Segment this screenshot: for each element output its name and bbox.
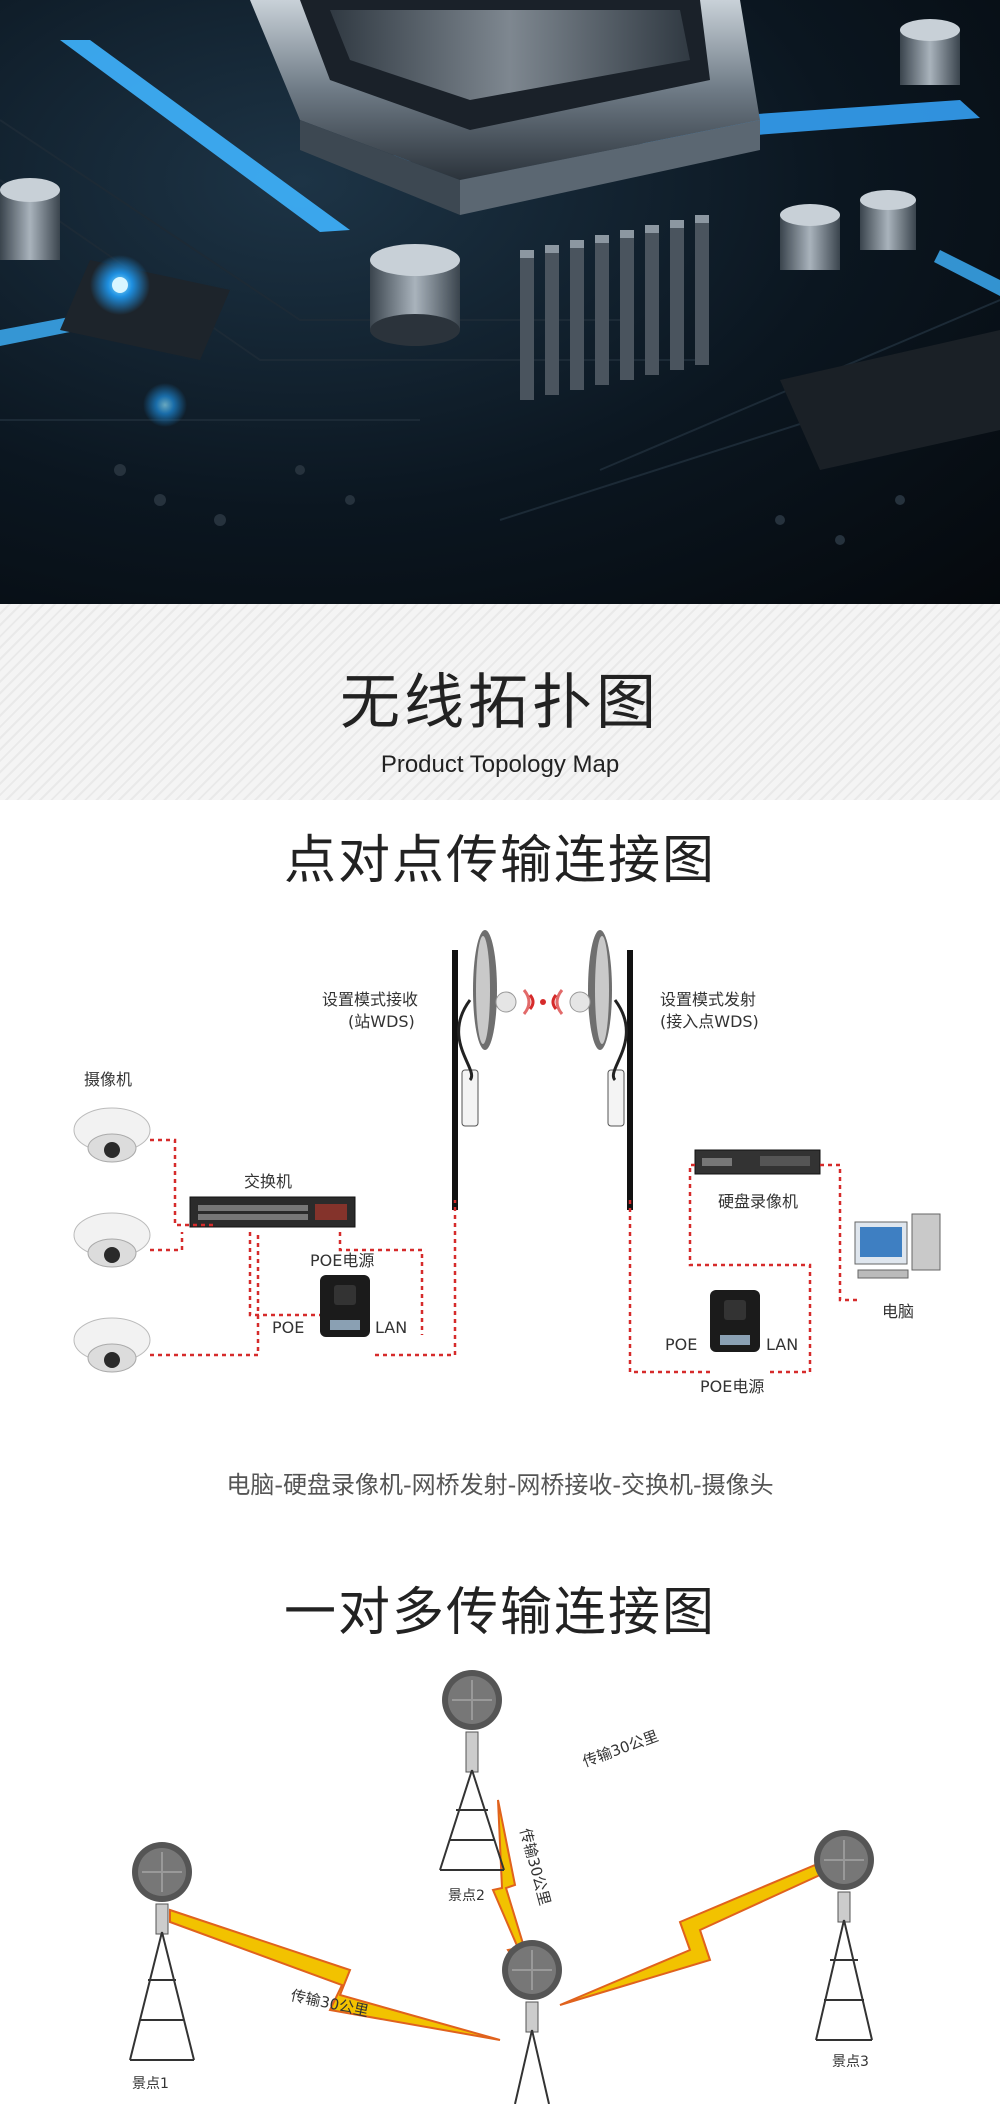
- distance-top-label: 传输30公里: [580, 1727, 660, 1771]
- sender-radio-unit: [607, 1069, 625, 1127]
- p2p-caption: 电脑-硬盘录像机-网桥发射-网桥接收-交换机-摄像头: [226, 1471, 774, 1499]
- banner-subtitle: Product Topology Map: [380, 751, 620, 778]
- receiver-mode-label: 设置模式接收: [322, 990, 418, 1009]
- lan-left-label: LAN: [375, 1318, 407, 1337]
- camera-label: 摄像机: [84, 1070, 132, 1089]
- p2mp-diagram: 传输30公里 传输30公里 传输30公里 景点2 景点1 景点3: [129, 1670, 874, 2104]
- banner-title-box: 无线拓扑图 Product Topology Map: [300, 640, 700, 778]
- motherboard-illustration: [0, 0, 1000, 545]
- nvr-recorder: [694, 1149, 821, 1175]
- p2p-section-title: 点对点传输连接图: [283, 831, 716, 891]
- sender-bridge: [569, 930, 633, 1210]
- p2p-diagram: 设置模式接收 (站WDS) 设置模式发射 (接入点WDS) 摄像机 交换机 PO…: [73, 930, 941, 1396]
- tower-site-2: [439, 1670, 505, 1871]
- poe-injector-left: [320, 1275, 370, 1337]
- camera-1: [73, 1107, 151, 1163]
- site-1-label: 景点1: [132, 2076, 169, 2092]
- distance-vertical-label: 传输30公里: [516, 1826, 554, 1907]
- network-switch: [189, 1196, 356, 1228]
- p2mp-section-title: 一对多传输连接图: [283, 1583, 716, 1643]
- poe-power-right-label: POE电源: [700, 1377, 764, 1396]
- camera-2: [73, 1212, 151, 1268]
- wireless-signal-icon: [522, 989, 564, 1015]
- bolt-link-site3: [559, 1863, 822, 2006]
- banner-title: 无线拓扑图: [340, 668, 660, 738]
- computer-label: 电脑: [882, 1302, 914, 1321]
- sender-mode-sublabel: (接入点WDS): [660, 1012, 759, 1031]
- tower-center: [502, 1940, 562, 2104]
- sender-mode-label: 设置模式发射: [660, 990, 756, 1009]
- site-2-label: 景点2: [448, 1888, 485, 1904]
- sender-pole: [627, 950, 633, 1210]
- switch-label: 交换机: [244, 1172, 292, 1191]
- bolt-link-site1: [169, 1908, 501, 2041]
- computer: [854, 1213, 941, 1279]
- tower-site-3: [814, 1830, 874, 2041]
- receiver-pole: [452, 950, 458, 1210]
- camera-3: [73, 1317, 151, 1373]
- receiver-mode-sublabel: (站WDS): [348, 1012, 415, 1031]
- poe-injector-right: [710, 1290, 760, 1352]
- lan-right-label: LAN: [766, 1335, 798, 1354]
- tower-site-1: [129, 1842, 195, 2061]
- poe-right-label: POE: [665, 1335, 697, 1354]
- poe-left-label: POE: [272, 1318, 304, 1337]
- topology-banner: 无线拓扑图 Product Topology Map: [0, 604, 1000, 800]
- p2p-cable-links: [150, 1138, 860, 1374]
- hero-motherboard-image: [0, 0, 1000, 604]
- receiver-bridge: [452, 930, 517, 1210]
- poe-power-left-label: POE电源: [310, 1251, 374, 1270]
- site-3-label: 景点3: [832, 2054, 869, 2070]
- distance-left-label: 传输30公里: [289, 1986, 370, 2020]
- nvr-label: 硬盘录像机: [718, 1192, 798, 1211]
